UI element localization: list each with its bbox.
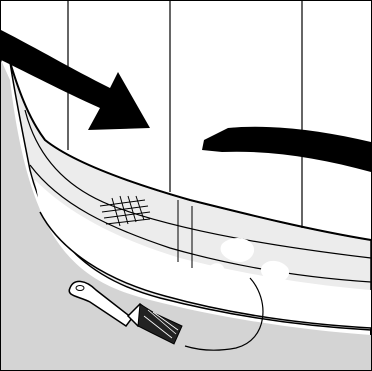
instruction-illustration xyxy=(0,0,372,371)
illustration-canvas xyxy=(0,0,372,371)
